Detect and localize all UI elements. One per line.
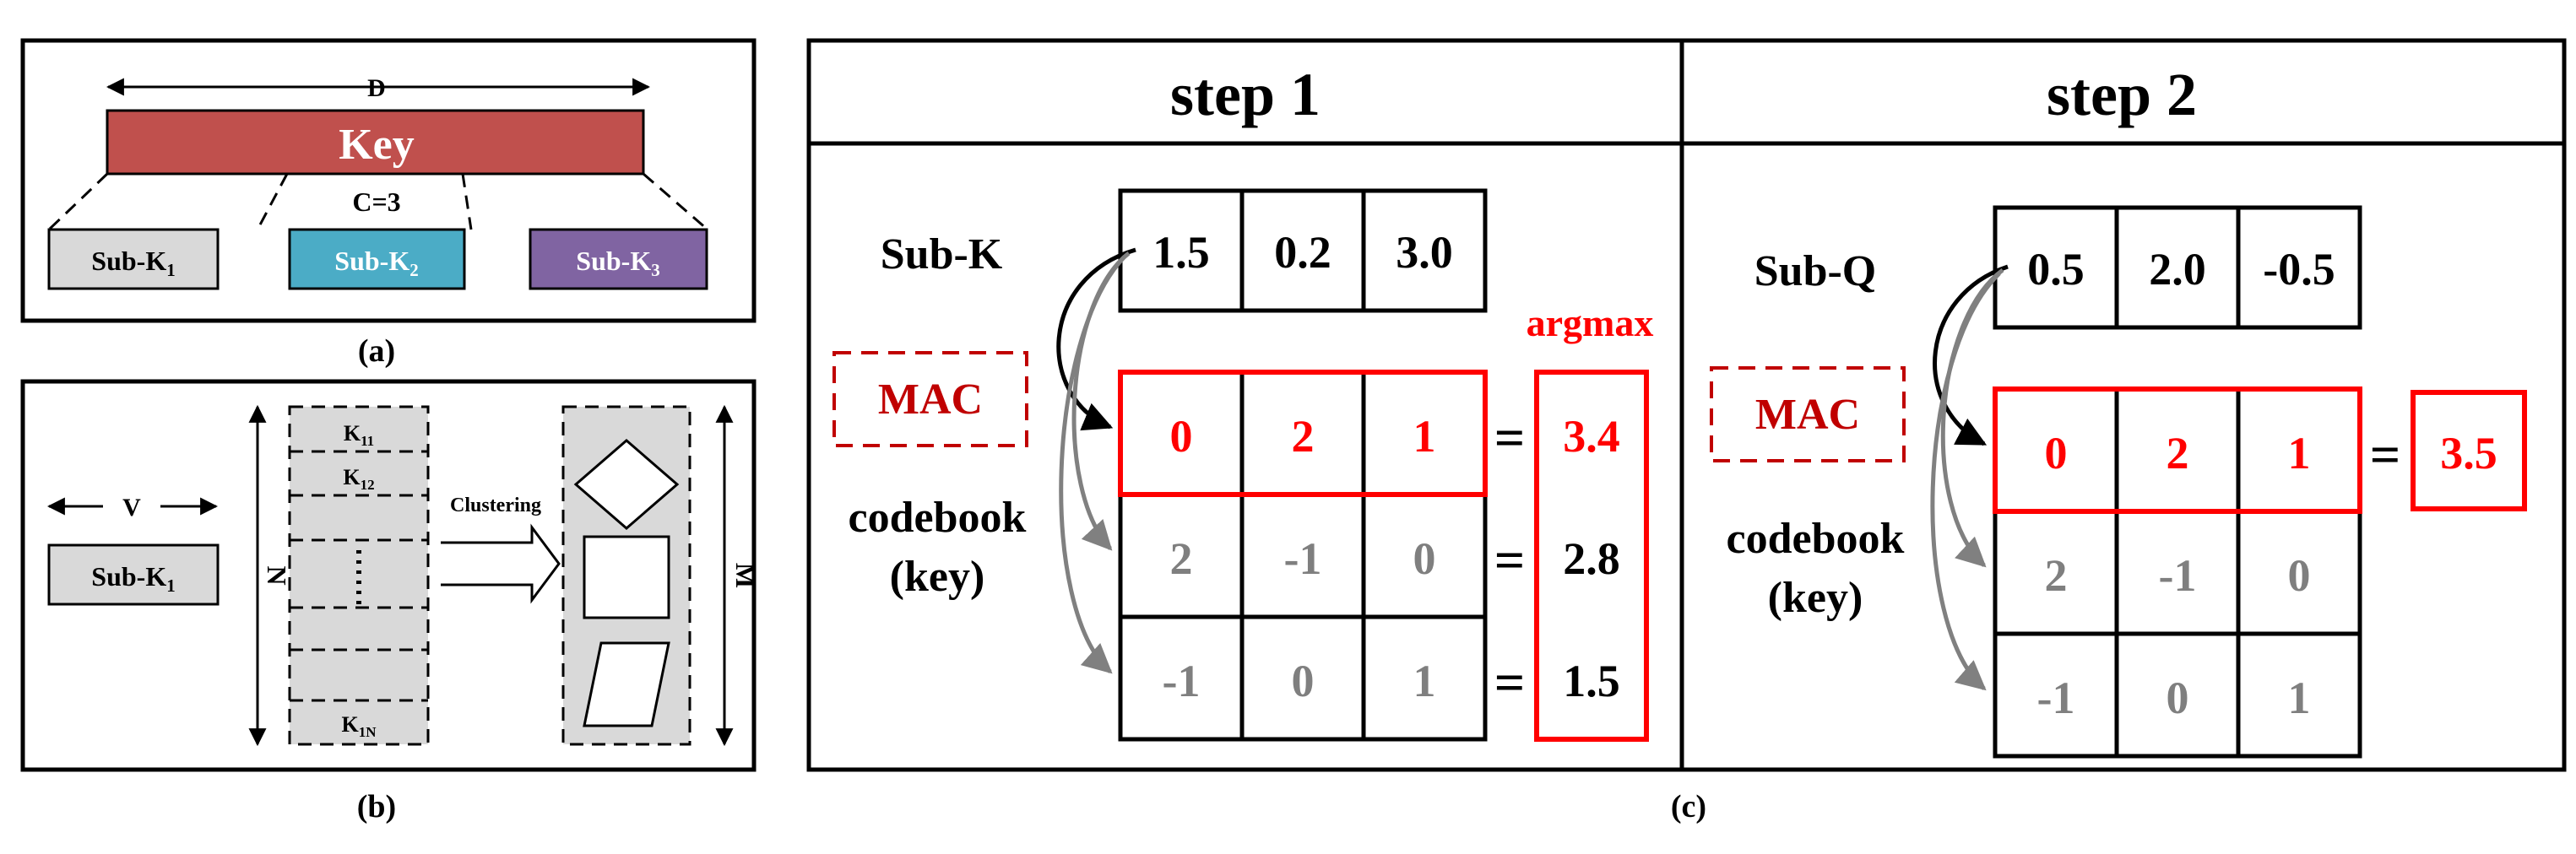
diamond-centroid-shape xyxy=(573,439,680,530)
argmax-results-frame xyxy=(1534,370,1649,742)
mac-arrow xyxy=(1930,272,2001,691)
key-column-dividers xyxy=(290,450,428,702)
step1-result: 3.4 xyxy=(1563,411,1620,462)
step1-codebook-cell: 2 xyxy=(1292,411,1315,462)
step2-result: 3.5 xyxy=(2440,428,2497,478)
step1-vector: 1.5 0.2 3.0 xyxy=(1118,188,1488,313)
step2-codebook-cell: -1 xyxy=(2037,673,2075,723)
sub-key-3-label: Sub-K3 xyxy=(576,246,659,280)
equals-sign: = xyxy=(1494,408,1525,468)
step1-codebook: 0 2 1 2 -1 0 -1 0 1 xyxy=(1118,370,1488,742)
step2-codebook-label: codebook xyxy=(1727,515,1905,563)
step1-mac-label: MAC xyxy=(878,376,983,424)
square-centroid-shape xyxy=(583,535,670,619)
sub-key-2 xyxy=(288,228,466,290)
v-label: V xyxy=(122,494,141,522)
equals-sign: = xyxy=(1494,652,1525,712)
equals-sign: = xyxy=(2370,424,2400,484)
panel-b: V Sub-K1 N K11 K12 K1N Clustering M (b) xyxy=(20,379,761,824)
step2-vector-cell: -0.5 xyxy=(2263,244,2335,295)
step1-codebook-label: codebook xyxy=(849,494,1027,542)
step1-result: 2.8 xyxy=(1563,533,1620,584)
equals-sign: = xyxy=(1494,530,1525,590)
step2-title: step 2 xyxy=(2047,61,2197,128)
step1-codebook-cell: -1 xyxy=(1284,533,1322,584)
step1-title: step 1 xyxy=(1170,61,1321,128)
key-label: Key xyxy=(339,121,415,169)
step1-codebook-cell: 0 xyxy=(1413,533,1436,584)
caption-c: (c) xyxy=(1671,789,1706,824)
width-label: D xyxy=(367,74,386,102)
step1-codebook-cell: 0 xyxy=(1170,411,1193,462)
step1-result: 1.5 xyxy=(1563,656,1620,706)
panel-a: D Key C=3 Sub-K1 Sub-K2 Sub-K3 (a) xyxy=(20,38,757,369)
step2-mac-arrows xyxy=(1930,264,2009,691)
step2-vector-cell: 0.5 xyxy=(2027,244,2085,295)
step2-codebook-cell: 2 xyxy=(2167,428,2189,478)
m-label: M xyxy=(730,563,761,588)
mac-arrow-selected xyxy=(1933,264,2009,446)
sub-key-1-label: Sub-K1 xyxy=(91,246,175,280)
step2-codebook-cell: 1 xyxy=(2288,673,2311,723)
step2-vector: 0.5 2.0 -0.5 xyxy=(1993,205,2362,330)
parallelogram-centroid-shape xyxy=(583,641,670,727)
step1-codebook-cell: -1 xyxy=(1163,656,1201,706)
step1-codebook-key-label: (key) xyxy=(890,553,985,601)
step2-codebook-cell: 0 xyxy=(2167,673,2189,723)
clustering-arrow xyxy=(441,523,561,604)
step1-vector-label: Sub-K xyxy=(881,230,1003,278)
key-item-1n: K1N xyxy=(341,712,377,740)
step2-codebook-cell: 2 xyxy=(2045,550,2068,601)
step1-codebook-cell: 1 xyxy=(1413,656,1436,706)
step2: Sub-Q 0.5 2.0 -0.5 MAC codebook (key) 0 … xyxy=(1710,205,2527,759)
panel-c: step 1 step 2 Sub-K 1.5 0.2 3.0 MAC code… xyxy=(806,38,2567,824)
n-label: N xyxy=(262,565,292,585)
step2-vector-cell: 2.0 xyxy=(2149,244,2206,295)
step1-mac-arrows xyxy=(1056,247,1136,674)
step2-result-frame xyxy=(2411,390,2527,511)
step1-codebook-cell: 1 xyxy=(1413,411,1436,462)
step2-codebook-cell: 0 xyxy=(2288,550,2311,601)
split-lines xyxy=(47,172,708,231)
c-label: C=3 xyxy=(352,186,400,217)
key-column xyxy=(288,405,430,746)
sub-key-1-box-label: Sub-K1 xyxy=(91,561,175,596)
step1-codebook-cell: 2 xyxy=(1170,533,1193,584)
key-item-11: K11 xyxy=(344,421,374,449)
step2-codebook-cell: 1 xyxy=(2288,428,2311,478)
argmax-label: argmax xyxy=(1527,301,1654,344)
mac-arrow-selected xyxy=(1056,247,1136,431)
step2-codebook: 0 2 1 2 -1 0 -1 0 1 xyxy=(1993,386,2362,759)
step1-mac-box xyxy=(832,351,1028,447)
step1-vector-cell: 3.0 xyxy=(1396,227,1453,278)
sub-key-3 xyxy=(529,228,708,290)
sub-key-2-label: Sub-K2 xyxy=(334,246,418,280)
step2-selected-row-frame xyxy=(1993,386,2362,514)
step2-mac-label: MAC xyxy=(1755,391,1860,439)
step2-codebook-cell: 0 xyxy=(2045,428,2068,478)
step2-codebook-cell: -1 xyxy=(2159,550,2197,601)
key-item-12: K12 xyxy=(343,465,374,493)
step2-codebook-key-label: (key) xyxy=(1768,574,1863,622)
key-bar xyxy=(106,109,645,176)
step1-codebook-cell: 0 xyxy=(1292,656,1315,706)
caption-a: (a) xyxy=(358,333,395,369)
step2-mac-box xyxy=(1710,366,1906,462)
clustering-label: Clustering xyxy=(450,495,541,516)
mac-arrow xyxy=(1059,255,1126,674)
sub-key-1-box xyxy=(47,543,220,606)
step1-vector-cell: 1.5 xyxy=(1152,227,1210,278)
caption-b: (b) xyxy=(357,789,396,824)
step1-vector-cell: 0.2 xyxy=(1274,227,1331,278)
step1: Sub-K 1.5 0.2 3.0 MAC codebook (key) arg… xyxy=(832,188,1654,742)
step2-vector-label: Sub-Q xyxy=(1754,247,1877,295)
sub-key-1 xyxy=(47,228,220,290)
step1-selected-row-frame xyxy=(1118,370,1488,497)
